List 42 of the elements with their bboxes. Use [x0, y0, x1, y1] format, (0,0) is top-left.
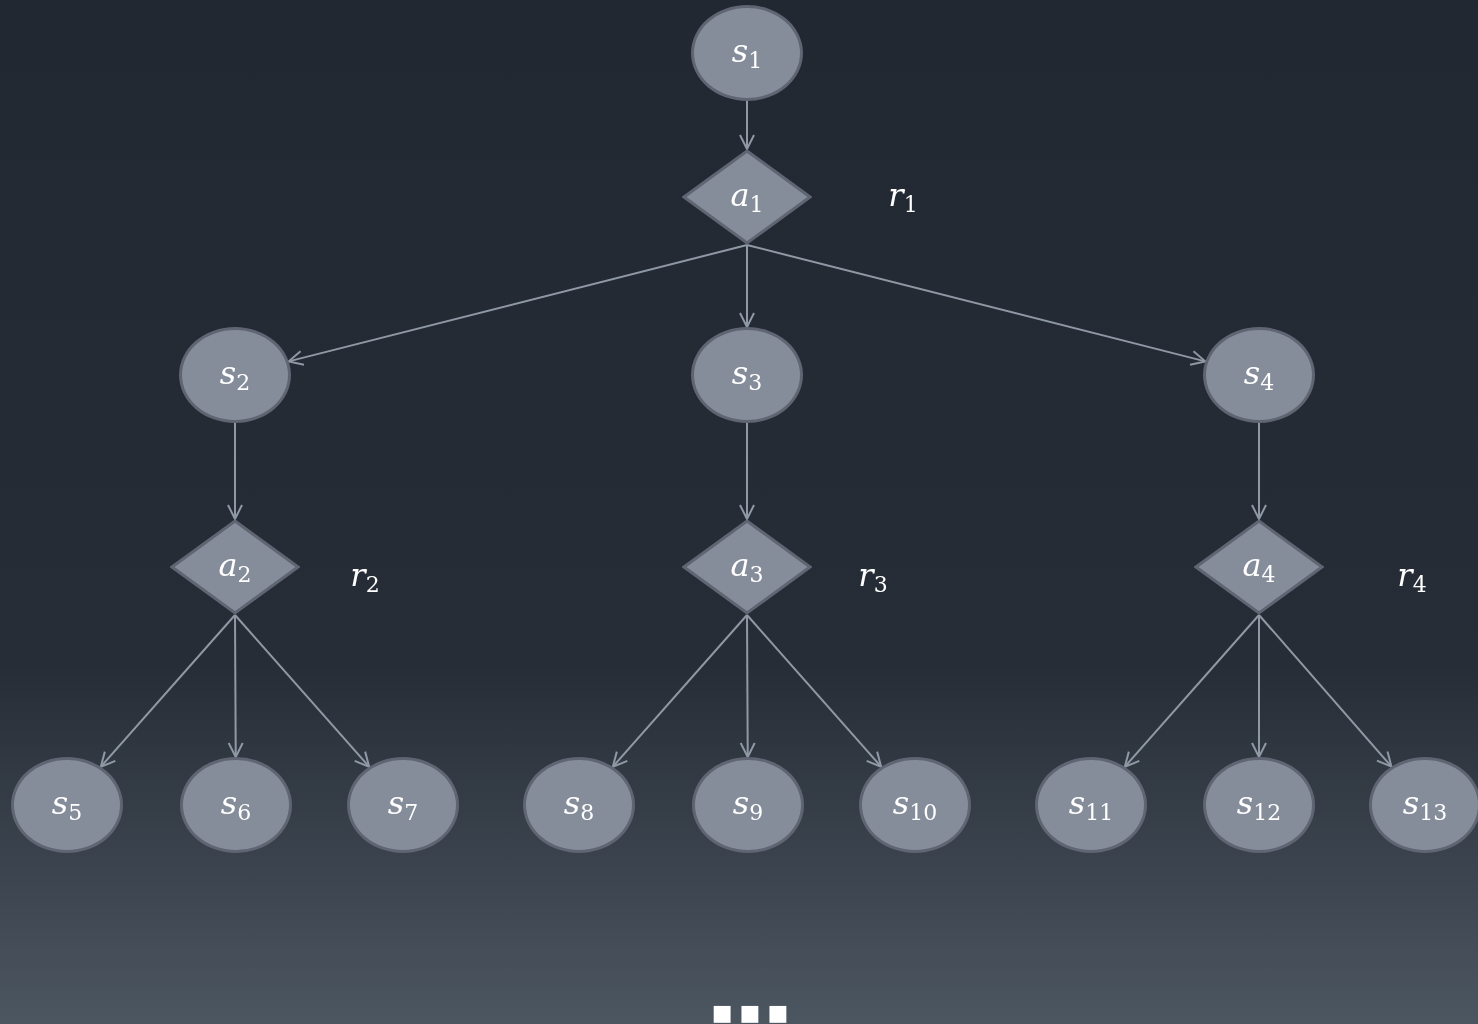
- arrow: [227, 422, 243, 520]
- arrow: [1251, 422, 1267, 520]
- state-label: s$_{2}$: [219, 356, 251, 394]
- reward-label: r$_{4}$: [1397, 558, 1427, 596]
- action-label: a$_{1}$: [730, 178, 764, 216]
- state-label: s$_{5}$: [51, 786, 83, 824]
- reward-label: r$_{1}$: [888, 178, 918, 216]
- state-label: s$_{7}$: [387, 786, 419, 824]
- state-label: s$_{11}$: [1068, 786, 1114, 824]
- action-label: a$_{4}$: [1242, 548, 1276, 586]
- action-diamond: [682, 519, 812, 615]
- arrow: [227, 614, 244, 758]
- state-label: s$_{8}$: [563, 786, 595, 824]
- arrow: [287, 244, 748, 366]
- arrow: [746, 614, 883, 768]
- reward-label: r$_{3}$: [858, 558, 888, 596]
- reward-label: r$_{2}$: [350, 558, 380, 596]
- arrow: [746, 244, 1207, 366]
- action-diamond: [682, 149, 812, 245]
- state-label: s$_{3}$: [731, 356, 763, 394]
- action-diamond: [1194, 519, 1324, 615]
- arrow: [739, 422, 755, 520]
- state-label: s$_{9}$: [732, 786, 764, 824]
- state-label: s$_{10}$: [892, 786, 938, 824]
- arrow: [739, 100, 755, 150]
- action-label: a$_{2}$: [218, 548, 252, 586]
- arrow: [99, 614, 236, 768]
- ellipsis-label: ■ ■ ■: [711, 999, 789, 1024]
- state-label: s$_{6}$: [220, 786, 252, 824]
- arrow: [234, 614, 371, 768]
- arrow: [1258, 614, 1393, 768]
- arrow: [611, 614, 748, 768]
- state-label: s$_{1}$: [731, 34, 763, 72]
- arrow: [739, 244, 755, 328]
- arrow: [1123, 614, 1260, 768]
- state-label: s$_{4}$: [1243, 356, 1275, 394]
- state-label: s$_{12}$: [1236, 786, 1282, 824]
- action-diamond: [170, 519, 300, 615]
- arrow: [739, 614, 756, 758]
- arrow: [1251, 614, 1267, 758]
- state-label: s$_{13}$: [1402, 786, 1448, 824]
- action-label: a$_{3}$: [730, 548, 764, 586]
